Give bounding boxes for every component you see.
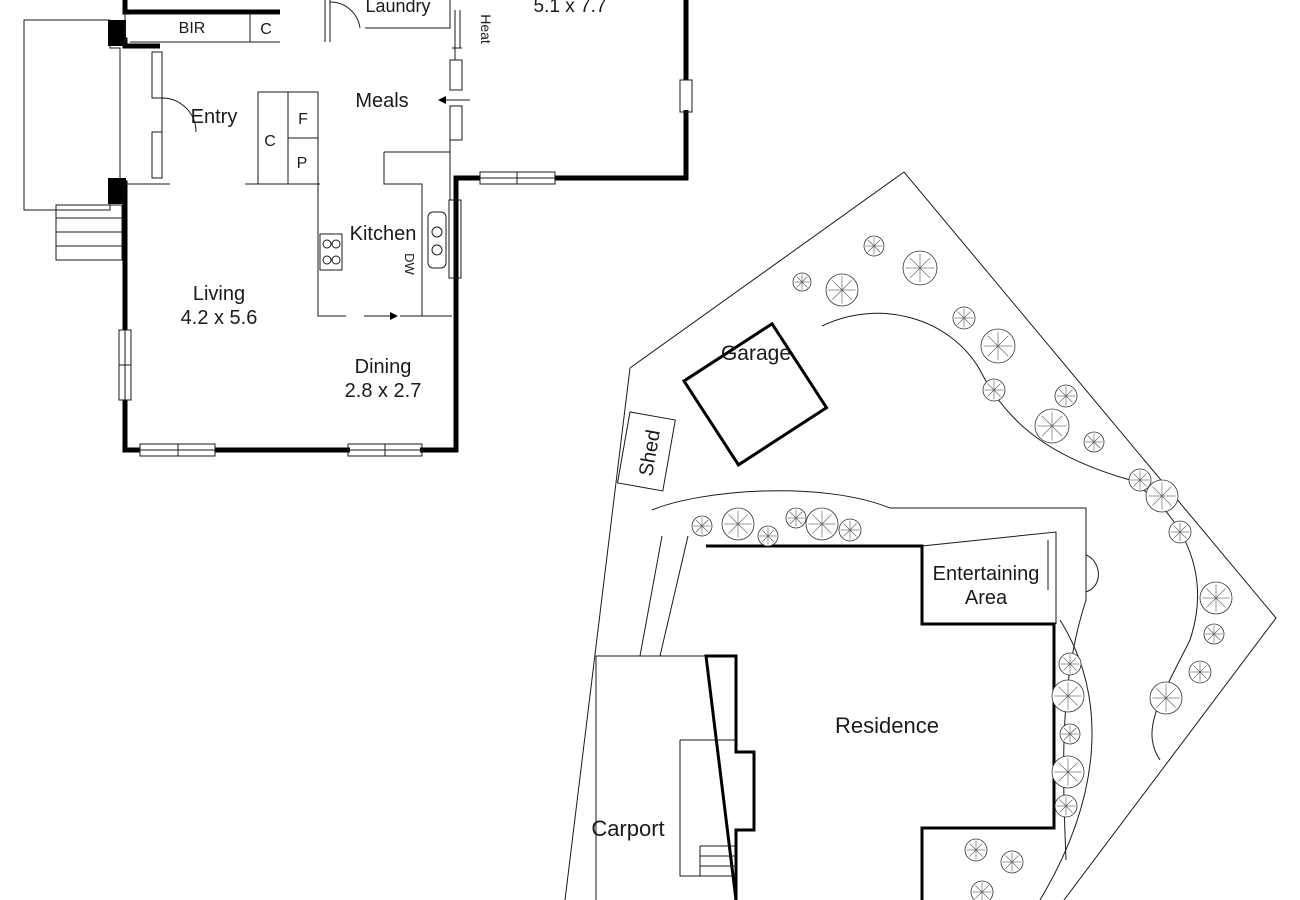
tree-symbol xyxy=(805,507,839,541)
site-label-residence: Residence xyxy=(835,713,939,738)
landscaping-trees xyxy=(691,235,1233,900)
site-label-area: Area xyxy=(965,587,1008,609)
tree-symbol xyxy=(691,515,713,537)
tree-symbol xyxy=(1054,794,1078,818)
site-label-shed: Shed xyxy=(635,428,665,478)
cooktop xyxy=(319,233,343,271)
tree-symbol xyxy=(964,838,988,862)
interior-walls xyxy=(124,0,463,317)
tree-symbol xyxy=(1058,652,1082,676)
room-label-cupboard-top: C xyxy=(260,21,272,38)
tree-symbol xyxy=(757,525,779,547)
room-label-dining-dims: 2.8 x 2.7 xyxy=(345,380,422,402)
room-label-bir: BIR xyxy=(179,20,206,37)
room-label-fridge: F xyxy=(298,111,308,128)
tree-symbol xyxy=(1034,408,1070,444)
room-label-heat: Heat xyxy=(478,14,494,44)
tree-symbol xyxy=(1051,755,1085,789)
room-label-meals: Meals xyxy=(355,90,408,112)
carport-stairs-outline xyxy=(679,739,736,877)
tree-symbol xyxy=(1051,679,1085,713)
tree-symbol xyxy=(1054,384,1078,408)
sink xyxy=(427,211,447,269)
porch-outline xyxy=(23,19,121,211)
garden-bed-inner xyxy=(1039,619,1093,900)
tree-symbol xyxy=(1000,850,1024,874)
exterior-walls xyxy=(108,0,689,453)
tree-symbol xyxy=(1188,660,1212,684)
room-label-kitchen: Kitchen xyxy=(350,223,417,245)
tree-symbol xyxy=(792,272,812,292)
tree-symbol xyxy=(1199,581,1233,615)
porch-steps xyxy=(55,204,123,261)
tree-symbol xyxy=(902,250,938,286)
tree-symbol xyxy=(980,328,1016,364)
tree-symbol xyxy=(1149,681,1183,715)
tree-symbol xyxy=(825,273,859,307)
driveway xyxy=(595,535,710,900)
site-label-carport: Carport xyxy=(591,816,664,841)
direction-arrow-dining xyxy=(364,312,398,320)
room-label-cupboard-mid: C xyxy=(264,133,276,150)
room-label-dishwasher: DW xyxy=(402,253,417,275)
property-boundary xyxy=(564,171,1277,900)
tree-symbol xyxy=(1203,623,1225,645)
tree-symbol xyxy=(1145,479,1179,513)
tree-symbol xyxy=(952,306,976,330)
room-label-living-dims: 4.2 x 5.6 xyxy=(181,307,258,329)
tree-symbol xyxy=(721,507,755,541)
tree-symbol xyxy=(982,378,1006,402)
tree-symbol xyxy=(838,518,862,542)
site-plan: Garage Shed Entertaining Area Residence … xyxy=(564,171,1277,900)
room-label-laundry: Laundry xyxy=(365,0,430,16)
tree-symbol xyxy=(863,235,885,257)
room-label-bedroom-dims: 5.1 x 7.7 xyxy=(534,0,607,17)
room-label-dining: Dining xyxy=(355,356,412,378)
doors xyxy=(161,1,361,133)
tree-symbol xyxy=(785,507,807,529)
room-label-entry: Entry xyxy=(191,106,238,128)
room-label-living: Living xyxy=(193,283,245,305)
site-label-garage: Garage xyxy=(721,342,791,365)
residence-outline xyxy=(704,544,1056,900)
tree-symbol xyxy=(1083,431,1105,453)
tree-symbol xyxy=(1059,723,1081,745)
entertaining-area-outline xyxy=(921,531,1057,624)
floor-plan: BIR C Laundry 5.1 x 7.7 Heat Meals Entry… xyxy=(23,0,693,457)
tree-symbol xyxy=(970,880,994,900)
tree-symbol xyxy=(1168,520,1192,544)
pool-circle xyxy=(1085,554,1099,593)
garden-bed-curve xyxy=(821,312,1198,761)
room-label-pantry: P xyxy=(297,155,308,172)
direction-arrow-meals xyxy=(438,96,470,104)
garage-outline xyxy=(681,321,829,467)
site-label-entertaining: Entertaining xyxy=(933,563,1040,585)
shed-outline xyxy=(616,411,676,492)
windows xyxy=(118,51,693,457)
tree-symbol xyxy=(1128,468,1152,492)
